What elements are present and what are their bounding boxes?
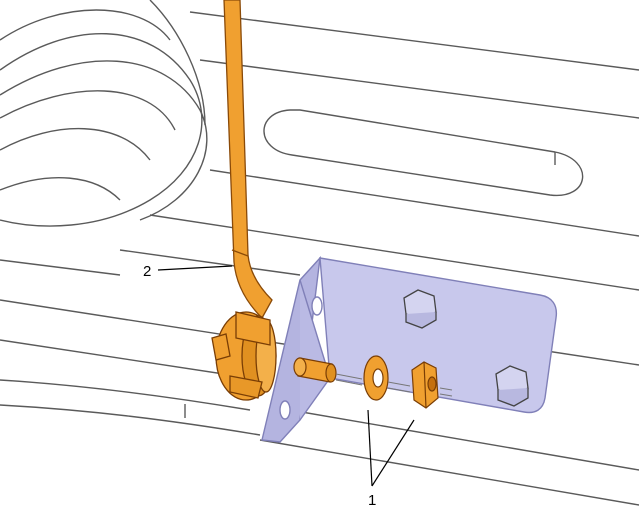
callout-2-label: 2 [143, 263, 151, 280]
callout-1-label: 1 [368, 492, 376, 509]
chassis-line-art [0, 0, 639, 506]
stabilizer-link-rod [223, 0, 273, 320]
bracket-bolt-upper [403, 289, 437, 329]
nut [411, 361, 453, 409]
callout-1: 1 [367, 409, 415, 509]
link-end-bushing [211, 311, 277, 401]
mounting-bracket [261, 255, 558, 443]
washer [363, 355, 411, 401]
stud [293, 357, 363, 386]
callout-2: 2 [143, 263, 233, 280]
bracket-bolt-lower [495, 365, 529, 407]
